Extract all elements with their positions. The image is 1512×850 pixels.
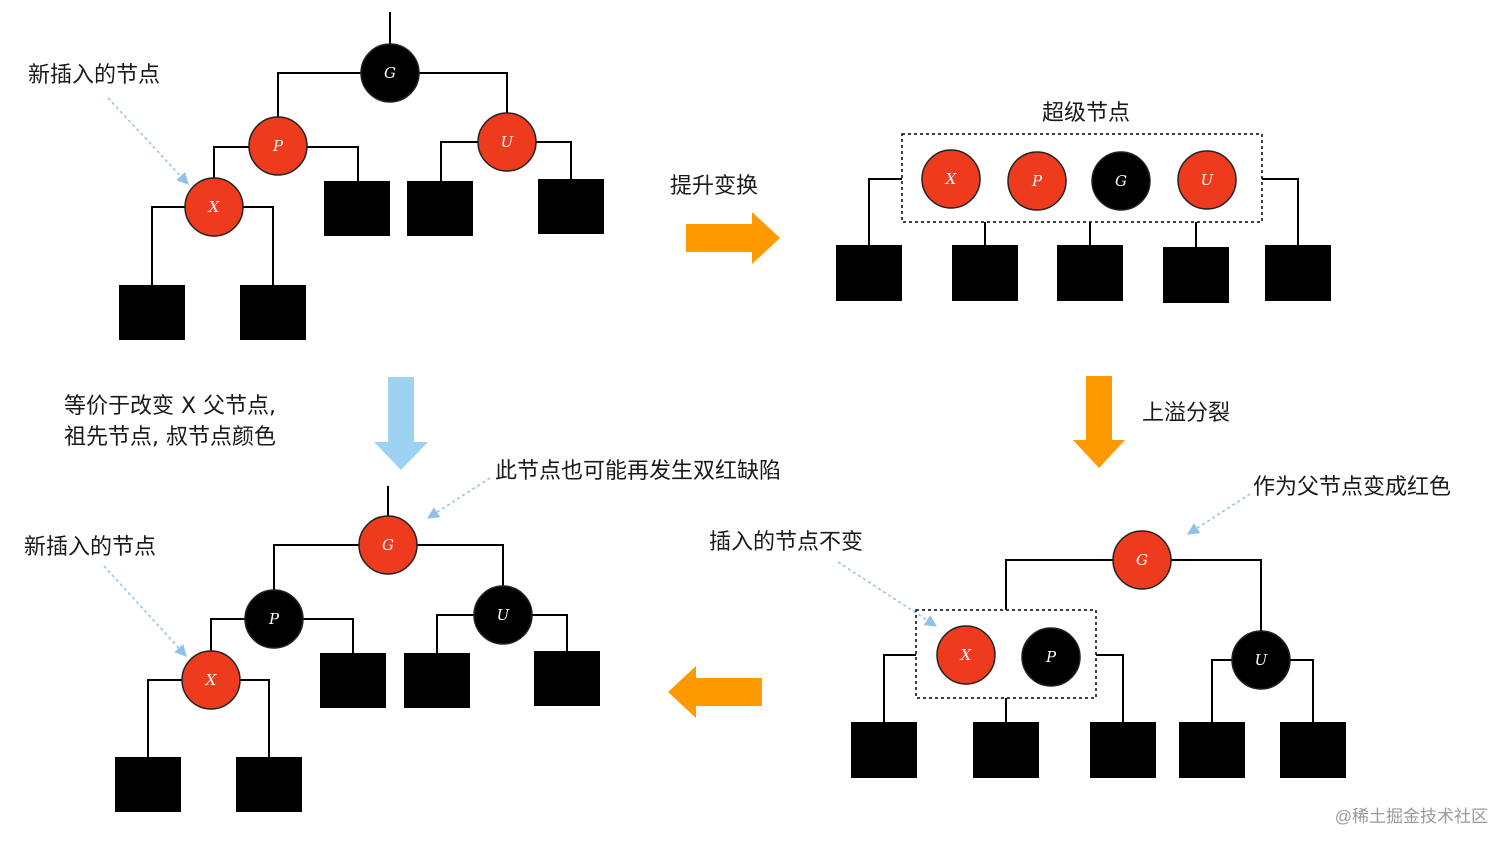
node-label: P [268, 610, 280, 628]
arrow-down-blue-icon [374, 377, 428, 470]
node-uncle [1177, 150, 1237, 210]
leaf-box [240, 285, 306, 340]
node-label: X [960, 646, 973, 664]
node-label: X [208, 198, 221, 216]
annotation-new-node: 新插入的节点 [28, 63, 160, 88]
node-grandparent [1112, 530, 1172, 590]
arrow-down-left-group: 等价于改变 X 父节点, 祖先节点, 叔节点颜色 [64, 377, 428, 470]
leaf-box [324, 181, 390, 236]
node-label: U [1255, 651, 1269, 669]
node-label: P [1045, 648, 1057, 666]
leaf-box [115, 757, 181, 812]
arrow-down-icon [1073, 376, 1125, 468]
annotation-double-red: 此节点也可能再发生双红缺陷 [495, 459, 781, 484]
leaf-box [973, 722, 1039, 778]
node-grandparent [1091, 151, 1151, 211]
node-uncle [477, 112, 537, 172]
leaf-box [320, 653, 386, 708]
node-grandparent [360, 43, 420, 103]
arrow-right-icon [686, 212, 780, 264]
node-parent [244, 589, 304, 649]
node-uncle [473, 585, 533, 645]
super-node-title: 超级节点 [1042, 101, 1130, 126]
node-label: U [497, 606, 511, 624]
pointer-line [103, 565, 187, 657]
node-label: G [382, 536, 394, 554]
tree-top-right: 超级节点 X P G U [836, 101, 1331, 303]
leaf-box [1163, 247, 1229, 303]
node-inserted [184, 177, 244, 237]
arrow-down-left-label-1: 等价于改变 X 父节点, [64, 394, 276, 419]
node-label: G [384, 64, 396, 82]
node-label: G [1136, 551, 1148, 569]
node-label: U [501, 133, 515, 151]
arrow-left-icon [668, 666, 762, 718]
leaf-box [1179, 722, 1245, 778]
leaf-box [119, 285, 185, 340]
arrow-right-group: 提升变换 [670, 174, 780, 264]
node-label: X [945, 170, 958, 188]
node-uncle [1231, 630, 1291, 690]
pointer-line [1186, 493, 1251, 535]
pointer-line [837, 561, 938, 627]
node-label: P [1031, 172, 1043, 190]
node-inserted [936, 625, 996, 685]
arrow-down-right-group: 上溢分裂 [1073, 376, 1230, 468]
node-inserted [921, 149, 981, 209]
leaf-box [534, 651, 600, 706]
node-parent [1021, 627, 1081, 687]
annotation-new-node: 新插入的节点 [24, 535, 156, 560]
node-parent [248, 116, 308, 176]
node-label: X [205, 671, 218, 689]
tree-bottom-right: 作为父节点变成红色 插入的节点不变 G X P U [709, 475, 1451, 778]
arrow-down-right-label: 上溢分裂 [1142, 401, 1230, 426]
node-label: P [272, 137, 284, 155]
annotation-inserted-unchanged: 插入的节点不变 [709, 530, 863, 555]
arrow-right-label: 提升变换 [670, 174, 758, 199]
leaf-box [404, 653, 470, 708]
annotation-parent-red: 作为父节点变成红色 [1253, 475, 1451, 500]
edges-top-right [868, 178, 1299, 247]
leaf-box [407, 181, 473, 236]
leaf-box [952, 245, 1018, 301]
arrow-left-group [668, 666, 762, 718]
pointer-line [107, 97, 189, 185]
leaf-box [1057, 245, 1123, 301]
leaf-box [538, 179, 604, 234]
node-label: G [1115, 172, 1127, 190]
arrow-down-left-label-2: 祖先节点, 叔节点颜色 [64, 425, 276, 450]
leaf-box [1280, 722, 1346, 778]
node-grandparent [358, 515, 418, 575]
node-inserted [181, 650, 241, 710]
node-parent [1007, 151, 1067, 211]
leaf-box [236, 757, 302, 812]
tree-bottom-left: 此节点也可能再发生双红缺陷 新插入的节点 G P U X [24, 459, 781, 812]
node-label: U [1201, 171, 1215, 189]
leaf-box [851, 722, 917, 778]
leaf-box [836, 245, 902, 301]
watermark: @稀土掘金技术社区 [1335, 807, 1488, 826]
tree-top-left: G P U X 新插入的节点 [28, 12, 604, 340]
pointer-line [426, 477, 491, 519]
leaf-box [1090, 722, 1156, 778]
leaf-box [1265, 245, 1331, 301]
